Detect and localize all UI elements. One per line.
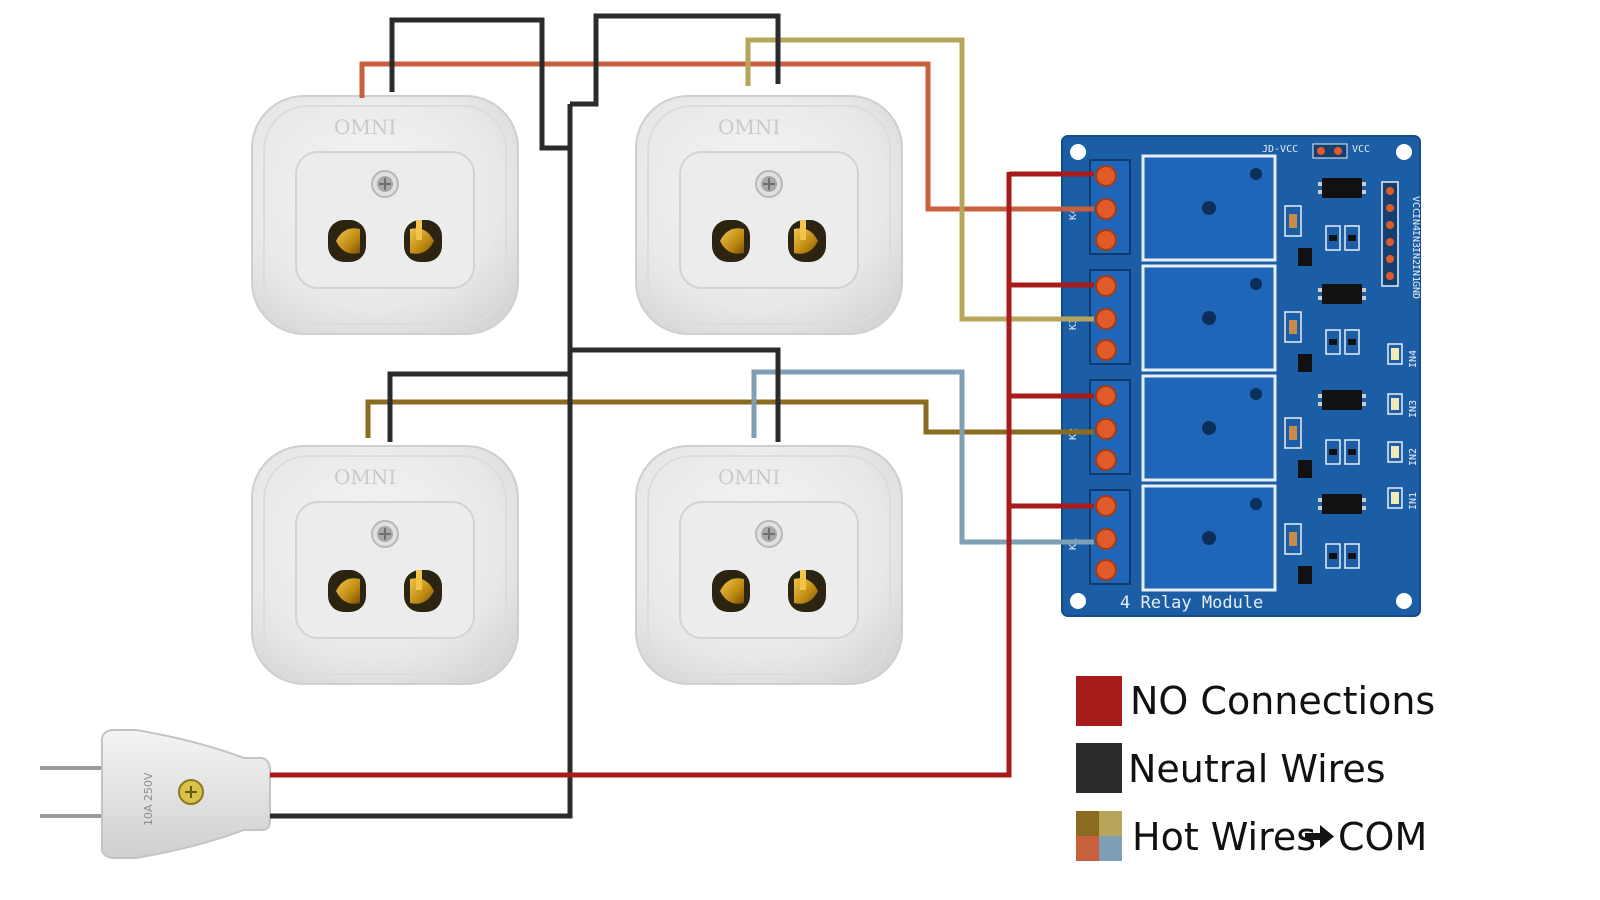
nc-terminal <box>1095 339 1117 361</box>
com-terminal <box>1095 418 1117 440</box>
indicator-led <box>1387 441 1403 463</box>
hot-wire-brown <box>365 399 1094 438</box>
mounting-hole <box>1070 593 1086 609</box>
led-label-in1: IN1 <box>1408 492 1419 510</box>
pin-label-in2: IN2 <box>1410 247 1421 265</box>
outlet-brand-label: OMNI <box>718 465 780 489</box>
legend-label-neutral: Neutral Wires <box>1128 747 1386 791</box>
jdvcc-label: JD-VCC <box>1262 144 1298 155</box>
wiring <box>270 13 1094 819</box>
optocoupler-chip <box>1318 178 1366 198</box>
nc-terminal <box>1095 229 1117 251</box>
transistor <box>1298 460 1312 478</box>
com-terminal <box>1095 308 1117 330</box>
indicator-led <box>1387 487 1403 509</box>
com-terminal <box>1095 528 1117 550</box>
hot-wire-khaki <box>745 37 1094 322</box>
power-plug: 10A 250V <box>40 729 271 859</box>
relay-k3 <box>1141 264 1277 372</box>
outlet-top-right: OMNI <box>635 95 903 335</box>
legend-swatch-no-connection <box>1076 676 1122 726</box>
transistor <box>1298 566 1312 584</box>
no-terminal <box>1095 275 1117 297</box>
pin-label-gnd: GND <box>1410 281 1421 299</box>
transistor <box>1298 354 1312 372</box>
relay-module-board: JD-VCC VCC K4 <box>1061 135 1421 617</box>
terminal-block-k1 <box>1089 489 1131 585</box>
terminal-block-k4 <box>1089 159 1131 255</box>
vcc-jumper-label: VCC <box>1352 144 1370 155</box>
module-title: 4 Relay Module <box>1120 593 1263 613</box>
pin-label-in3: IN3 <box>1410 230 1421 248</box>
terminal-block-k2 <box>1089 379 1131 475</box>
no-terminal <box>1095 165 1117 187</box>
led-label-in4: IN4 <box>1408 350 1419 368</box>
neutral-wire-top-right <box>570 13 781 107</box>
legend-label-com: COM <box>1338 815 1427 859</box>
legend-label-no-connection: NO Connections <box>1130 679 1435 723</box>
no-terminal <box>1095 495 1117 517</box>
resistor-pair <box>1325 329 1360 355</box>
nc-terminal <box>1095 449 1117 471</box>
outlet-bottom-right: OMNI <box>635 445 903 685</box>
mounting-hole <box>1396 593 1412 609</box>
resistor-pair <box>1325 225 1360 251</box>
mounting-hole <box>1396 144 1412 160</box>
relay-k2 <box>1141 374 1277 482</box>
nc-terminal <box>1095 559 1117 581</box>
hot-wire-blue <box>751 369 1094 545</box>
outlet-bottom-left: OMNI <box>251 445 519 685</box>
diode <box>1284 205 1302 237</box>
legend-label-hot: Hot Wires <box>1132 815 1316 859</box>
legend-swatch-neutral <box>1076 743 1122 793</box>
arrow-right-icon <box>1305 825 1334 848</box>
legend: NO Connections Neutral Wires Hot Wires C… <box>1076 676 1435 861</box>
neutral-bus <box>270 104 573 819</box>
diode <box>1284 417 1302 449</box>
hot-wire-orange <box>359 61 1094 212</box>
indicator-led <box>1387 343 1403 365</box>
legend-swatch-hot <box>1076 811 1122 861</box>
pin-label-in1: IN1 <box>1410 264 1421 282</box>
diode <box>1284 523 1302 555</box>
diode <box>1284 311 1302 343</box>
pin-label-in4: IN4 <box>1410 213 1421 231</box>
relay-k1 <box>1141 484 1277 592</box>
mounting-hole <box>1070 144 1086 160</box>
optocoupler-chip <box>1318 494 1366 514</box>
relay-id-label: K4 <box>1068 208 1079 220</box>
optocoupler-chip <box>1318 390 1366 410</box>
pin-header <box>1381 181 1399 287</box>
optocoupler-chip <box>1318 284 1366 304</box>
transistor <box>1298 248 1312 266</box>
terminal-block-k3 <box>1089 269 1131 365</box>
led-label-in3: IN3 <box>1408 400 1419 418</box>
no-connection-bus <box>270 172 1012 778</box>
outlet-brand-label: OMNI <box>334 115 396 139</box>
outlet-top-left: OMNI <box>251 95 519 335</box>
relay-id-label: K3 <box>1068 318 1079 330</box>
outlet-brand-label: OMNI <box>334 465 396 489</box>
neutral-wire-top-left <box>389 17 570 151</box>
neutral-wire-bottom-left <box>387 371 570 442</box>
resistor-pair <box>1325 439 1360 465</box>
relay-k4 <box>1141 154 1277 262</box>
no-terminal <box>1095 385 1117 407</box>
com-terminal <box>1095 198 1117 220</box>
outlet-brand-label: OMNI <box>718 115 780 139</box>
indicator-led <box>1387 393 1403 415</box>
pin-label-vcc: VCC <box>1410 196 1421 214</box>
resistor-pair <box>1325 543 1360 569</box>
neutral-wire-bottom-right <box>570 347 781 442</box>
led-label-in2: IN2 <box>1408 448 1419 466</box>
plug-rating: 10A 250V <box>142 772 155 826</box>
